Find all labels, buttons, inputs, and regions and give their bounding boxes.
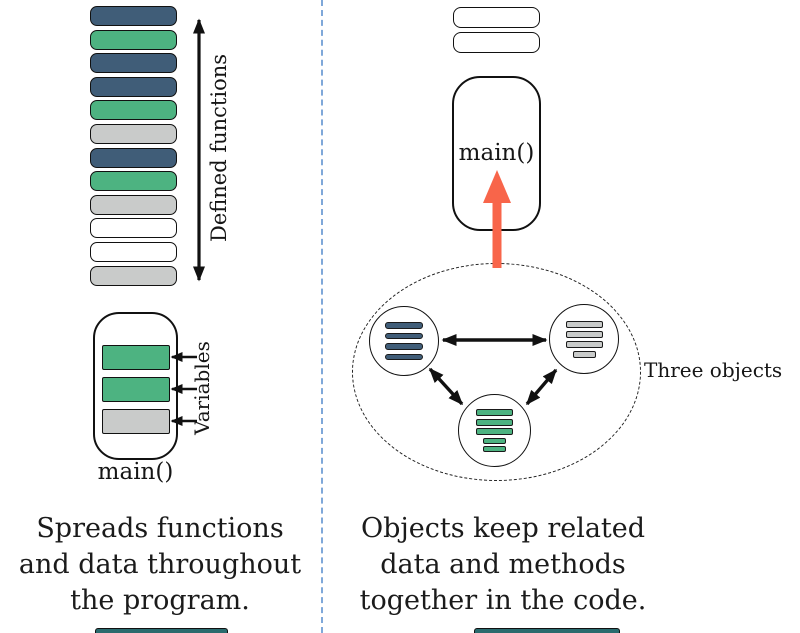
gray-function-pill: [90, 123, 177, 144]
white-function-pill: [90, 218, 177, 239]
navy-data-bar: [385, 322, 423, 329]
top-function-pills: [453, 7, 540, 53]
white-function-pill: [453, 7, 540, 28]
gray-data-bar: [565, 340, 603, 348]
right-caption: Objects keep related data and methods to…: [342, 511, 664, 619]
panel-divider-dashed-line: [321, 0, 323, 633]
caption-line: the program.: [70, 585, 250, 616]
navy-data-bar: [385, 343, 423, 350]
green-data-bar: [476, 409, 513, 416]
green-function-pill: [90, 171, 177, 192]
gray-function-pill: [90, 194, 177, 215]
left-caption: Spreads functions and data throughout th…: [8, 511, 312, 619]
caption-line: together in the code.: [359, 585, 647, 616]
three-objects-label: Three objects: [644, 358, 783, 382]
green-data-bar: [476, 418, 513, 426]
gray-function-pill: [90, 265, 177, 286]
main-function-name: main(): [97, 459, 174, 485]
navy-function-pill: [90, 76, 177, 97]
green-function-pill: [90, 100, 177, 121]
defined-functions-label: Defined functions: [207, 53, 231, 243]
green-data-bar: [483, 446, 506, 452]
green-variable-bar: [101, 377, 170, 402]
cropped-teal-pill-right: [474, 628, 620, 633]
main-function-box: [93, 312, 178, 460]
caption-line: Objects keep related: [360, 513, 646, 544]
caption-line: and data throughout: [18, 549, 302, 580]
green-function-pill: [90, 29, 177, 50]
gray-data-bar: [565, 330, 603, 338]
main-function-name-right: main(): [458, 140, 535, 166]
object-circle-gray: [549, 304, 619, 374]
green-data-bar: [476, 428, 513, 435]
defined-functions-stack: [90, 6, 177, 286]
object-circle-navy: [369, 306, 439, 376]
variables-bars: [95, 314, 176, 434]
navy-data-bar: [385, 353, 423, 360]
white-function-pill: [90, 241, 177, 262]
navy-function-pill: [90, 53, 177, 74]
navy-function-pill: [90, 147, 177, 168]
gray-variable-bar: [101, 409, 170, 434]
navy-data-bar: [385, 332, 423, 339]
caption-line: Spreads functions: [36, 513, 284, 544]
green-variable-bar: [101, 345, 170, 370]
object-circle-green: [458, 394, 531, 467]
variables-label: Variables: [190, 341, 214, 435]
gray-data-bar: [572, 350, 596, 358]
green-data-bar: [483, 437, 506, 444]
white-function-pill: [453, 32, 540, 53]
caption-line: data and methods: [380, 549, 626, 580]
gray-data-bar: [565, 320, 603, 328]
navy-function-pill: [90, 6, 177, 26]
cropped-teal-pill-left: [95, 628, 228, 633]
